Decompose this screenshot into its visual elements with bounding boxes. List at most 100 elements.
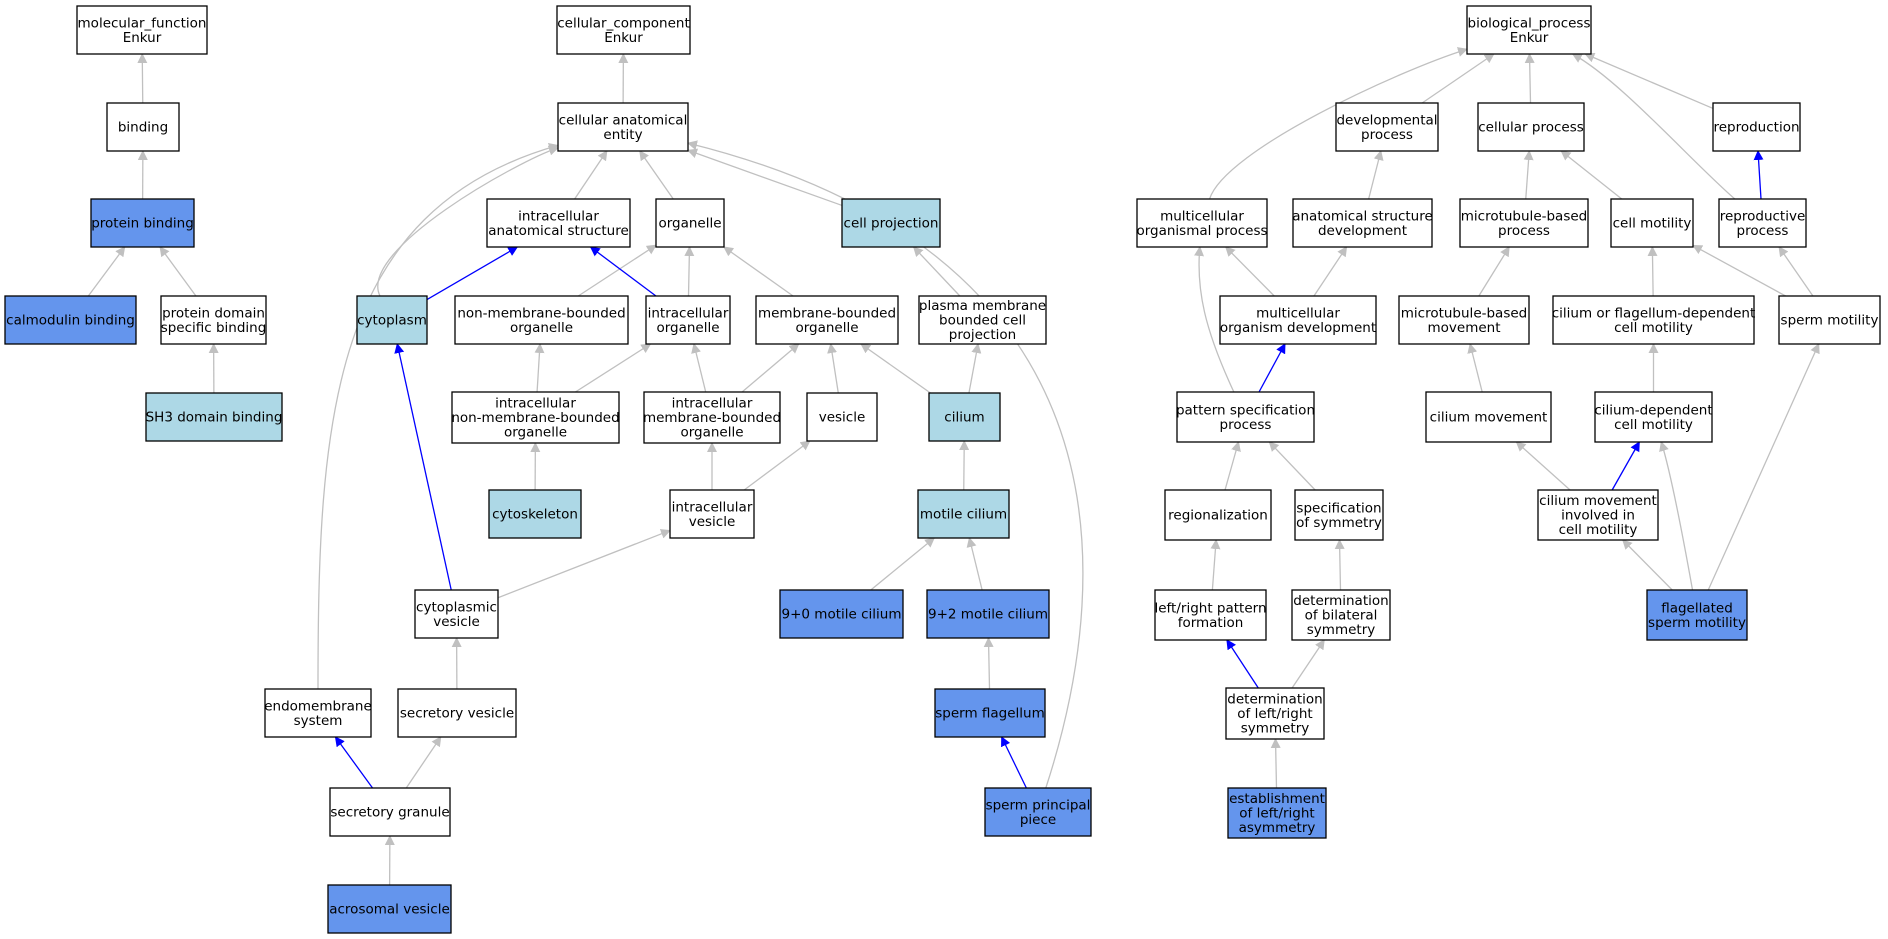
node-label: bounded cell: [939, 313, 1026, 329]
node-binding[interactable]: binding: [106, 102, 180, 152]
node-label: plasma membrane: [919, 298, 1046, 314]
node-label: entity: [603, 127, 642, 143]
node-cil_move[interactable]: cilium movement: [1425, 391, 1552, 443]
node-cell_proc[interactable]: cellular process: [1477, 102, 1585, 152]
node-label: system: [294, 713, 343, 729]
node-protein_binding[interactable]: protein binding: [90, 198, 195, 248]
node-reproduction[interactable]: reproduction: [1712, 102, 1801, 152]
node-label: cell motility: [1559, 522, 1638, 538]
edge-fsm-to-sperm_motility: [1707, 343, 1820, 591]
node-box: [486, 198, 631, 248]
edge-mc90-to-motile_cilium: [870, 537, 935, 591]
node-box: [669, 489, 755, 539]
node-mc90[interactable]: 9+0 motile cilium: [779, 589, 904, 639]
edge-inmbo-to-io: [575, 343, 652, 393]
node-calmodulin_binding[interactable]: calmodulin binding: [4, 295, 137, 345]
node-box: [1718, 198, 1807, 248]
node-sec_granule[interactable]: secretory granule: [329, 787, 451, 837]
node-cytoplasm[interactable]: cytoplasm: [356, 295, 428, 345]
node-cell_motility[interactable]: cell motility: [1610, 198, 1694, 248]
node-motile_cilium[interactable]: motile cilium: [917, 489, 1010, 539]
edge-sec_granule-to-endomembrane: [334, 736, 374, 789]
node-label: 9+0 motile cilium: [782, 607, 902, 623]
node-cytoskeleton[interactable]: cytoskeleton: [488, 489, 582, 539]
node-label: multicellular: [1256, 305, 1340, 321]
node-cilium[interactable]: cilium: [928, 392, 1001, 442]
node-label: membrane-bounded: [758, 305, 896, 321]
node-cell_projection[interactable]: cell projection: [841, 198, 941, 248]
node-sec_vesicle[interactable]: secretory vesicle: [397, 688, 517, 738]
node-label: intracellular: [495, 396, 576, 412]
node-acrosomal[interactable]: acrosomal vesicle: [327, 884, 452, 934]
node-label: of symmetry: [1296, 515, 1382, 531]
node-label: development: [1318, 223, 1407, 239]
edge-dev_proc-to-bp_root: [1421, 53, 1495, 104]
node-organelle[interactable]: organelle: [655, 198, 725, 248]
node-sh3_binding[interactable]: SH3 domain binding: [145, 392, 283, 442]
node-box: [1291, 589, 1391, 641]
node-regionalization[interactable]: regionalization: [1164, 489, 1272, 541]
node-label: multicellular: [1160, 208, 1244, 224]
node-inmbo[interactable]: intracellularnon-membrane-boundedorganel…: [451, 391, 620, 444]
node-label: intracellular: [518, 208, 599, 224]
node-box: [1594, 391, 1713, 443]
node-label: cytoskeleton: [492, 507, 578, 523]
node-label: intracellular: [672, 499, 753, 515]
edge-imbo-to-mbo: [741, 343, 800, 393]
edge-cytoplasm-to-ias: [426, 246, 519, 301]
node-box: [1292, 198, 1433, 248]
edges-layer: [87, 47, 1820, 886]
edge-inmbo-to-nmbo: [534, 343, 545, 393]
node-label: protein binding: [91, 216, 194, 232]
edge-cmicm-to-cil_move: [1515, 441, 1571, 491]
node-mc92[interactable]: 9+2 motile cilium: [926, 589, 1050, 639]
node-label: organelle: [680, 425, 743, 441]
node-label: Enkur: [123, 30, 162, 46]
node-label: cellular anatomical: [559, 112, 688, 128]
node-label: cellular process: [1478, 120, 1584, 136]
node-label: of bilateral: [1305, 608, 1378, 624]
node-box: [1219, 295, 1377, 345]
node-sperm_flagellum[interactable]: sperm flagellum: [934, 688, 1046, 738]
node-label: cilium: [944, 410, 984, 426]
node-vesicle[interactable]: vesicle: [806, 392, 878, 442]
node-label: 9+2 motile cilium: [928, 607, 1048, 623]
node-label: determination: [1227, 692, 1322, 708]
node-sperm_motility[interactable]: sperm motility: [1778, 295, 1881, 345]
node-label: of left/right: [1237, 706, 1312, 722]
node-label: cell motility: [1614, 417, 1693, 433]
node-label: binding: [118, 120, 168, 136]
